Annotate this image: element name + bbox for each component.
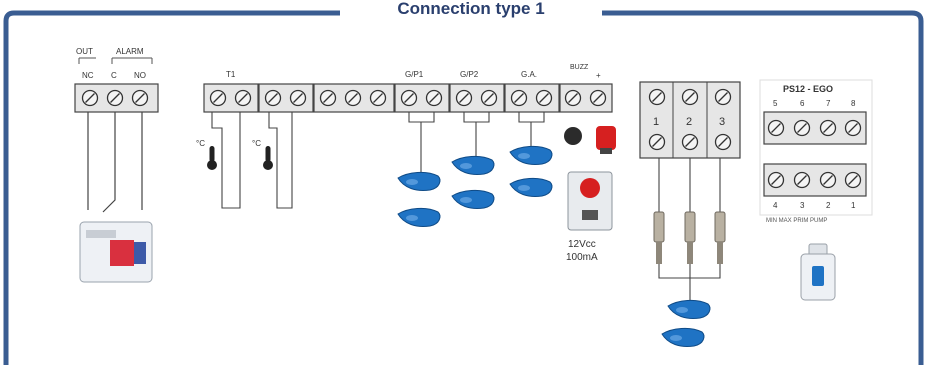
thermostat-wiring: °C °C [196, 112, 293, 209]
terminal-label-no: NO [134, 71, 146, 80]
thermostat-icon [207, 146, 217, 170]
float-switch-icon [451, 155, 495, 175]
group-label-gp1: G/P1 [405, 70, 424, 79]
level-probe-icon [684, 211, 696, 265]
ps12-ego-section: PS12 - EGO 5 6 7 8 4 3 2 1 MIN MAX PRIM … [759, 79, 873, 301]
ps12-title: PS12 - EGO [783, 84, 833, 94]
thermostat-icon [263, 146, 273, 170]
frame-border-right [600, 10, 924, 365]
main-terminal-strip: T1 G/P1 G/P2 G.A. BUZZ + [203, 64, 613, 113]
float-switch-icon [451, 189, 495, 209]
alarm-label: ALARM [116, 47, 144, 56]
diagram-title: Connection type 1 [340, 0, 602, 22]
group-label-gp2: G/P2 [460, 70, 479, 79]
beacon-current: 100mA [566, 252, 598, 263]
float-switch-icon [509, 177, 553, 197]
level-probe-icon [653, 211, 665, 265]
ps12-bottom-number-2: 2 [826, 201, 831, 210]
ps12-bottom-number-3: 3 [800, 201, 805, 210]
ps12-top-number-8: 8 [851, 99, 856, 108]
float-switches [397, 112, 553, 227]
ps12-footer-labels: MIN MAX PRIM PUMP [766, 218, 827, 224]
beacon-voltage: 12Vcc [568, 239, 596, 250]
terminal-screw [81, 89, 99, 107]
frame-border [3, 10, 340, 365]
t1-label: T1 [226, 70, 236, 79]
terminal-label-c: C [111, 71, 117, 80]
terminal-screw [106, 89, 124, 107]
float-switch-icon [397, 171, 441, 191]
ps12-bottom-number-4: 4 [773, 201, 778, 210]
beacon-unit [567, 171, 613, 231]
terminal-label-nc: NC [82, 71, 94, 80]
buzz-plus-sign: + [596, 71, 601, 80]
probe-terminal-block: 1 2 3 [639, 81, 741, 347]
level-probe-icon [714, 211, 726, 265]
probe-number-3: 3 [719, 116, 725, 128]
ps12-top-number-7: 7 [826, 99, 831, 108]
thermostat-unit-2: °C [252, 139, 261, 148]
float-switch-icon [661, 327, 705, 347]
probe-number-1: 1 [653, 116, 659, 128]
ps12-bottom-number-1: 1 [851, 201, 856, 210]
float-switch-icon [509, 145, 553, 165]
group-label-ga: G.A. [521, 70, 537, 79]
float-switch-icon [397, 207, 441, 227]
ps12-sensor-device [800, 243, 836, 301]
ps12-top-number-5: 5 [773, 99, 778, 108]
out-label: OUT [76, 47, 93, 56]
alarm-siren-unit [79, 221, 153, 283]
thermostat-unit-1: °C [196, 139, 205, 148]
ps12-top-number-6: 6 [800, 99, 805, 108]
beacon-section: 12Vcc 100mA [564, 126, 616, 263]
probe-number-2: 2 [686, 116, 692, 128]
float-switch-icon [667, 299, 711, 319]
terminal-screw [131, 89, 149, 107]
group-label-buzz: BUZZ [570, 64, 589, 71]
alarm-relay-section: OUT ALARM NC C NO [74, 47, 159, 283]
